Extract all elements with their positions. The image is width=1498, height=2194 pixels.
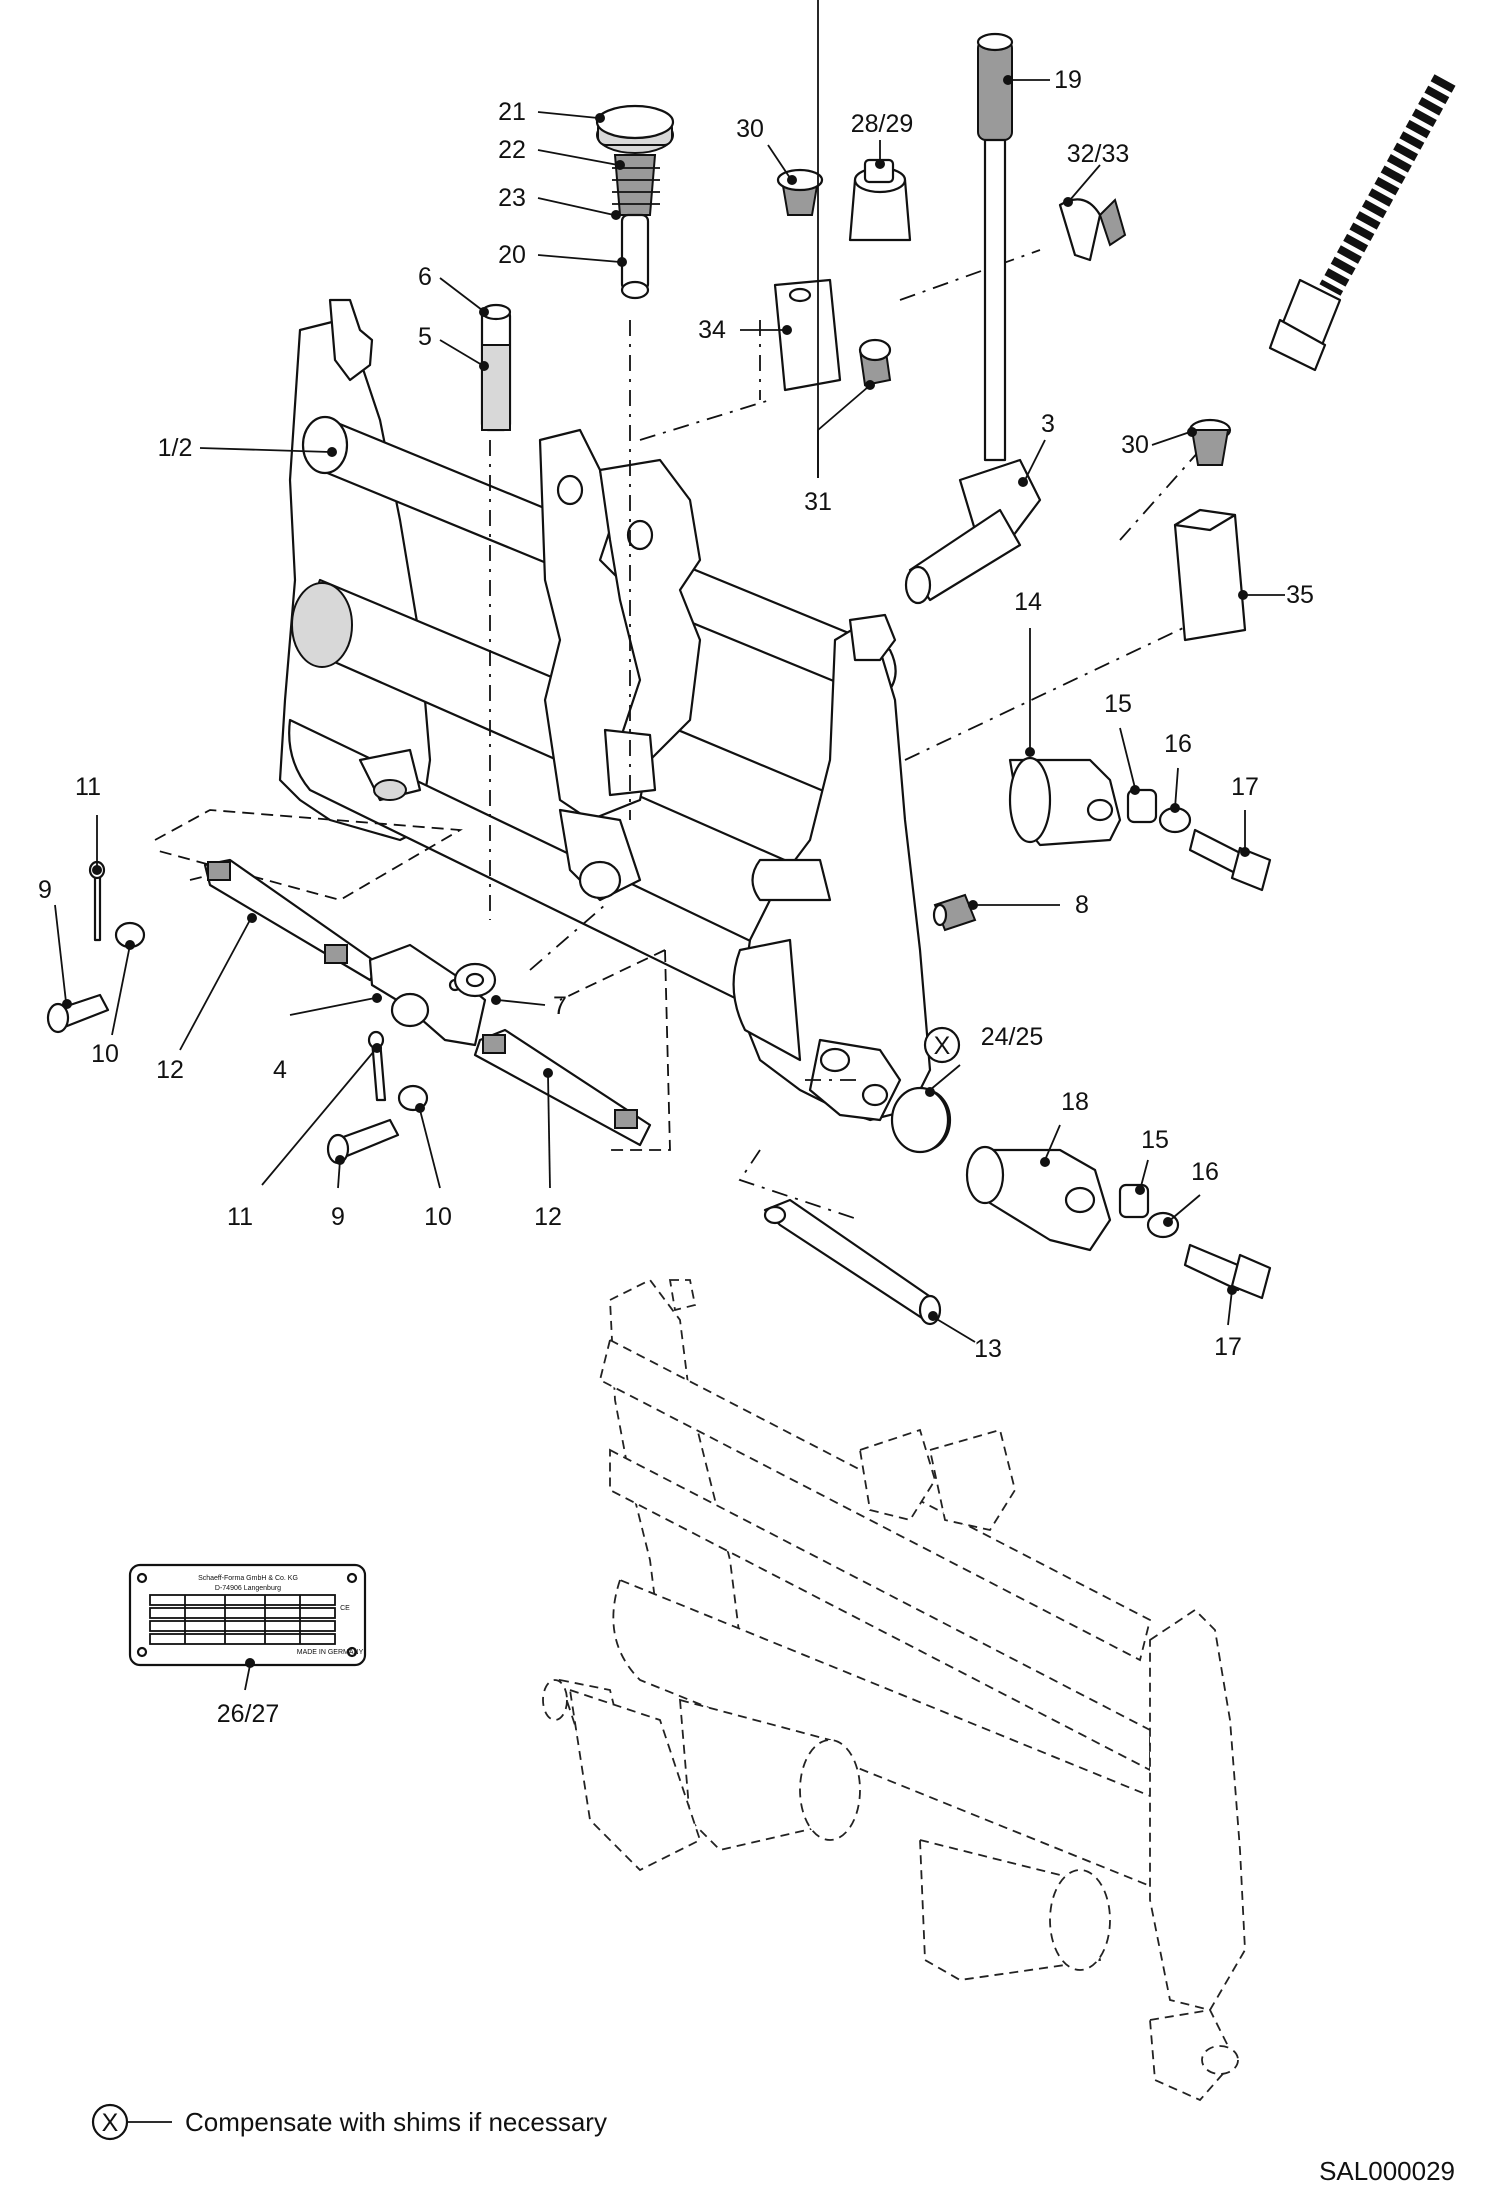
callout-6: 6 [418, 263, 432, 291]
callout-8: 8 [1075, 891, 1089, 919]
assembly-guide-lines [154, 249, 1201, 1221]
linkage-12a [203, 858, 382, 982]
carriage-frame [278, 298, 932, 1122]
callout-17-lower: 17 [1214, 1333, 1242, 1361]
fitting-8 [932, 893, 977, 932]
callout-13: 13 [974, 1335, 1002, 1363]
callout-10-lower: 10 [424, 1203, 452, 1231]
callout-22: 22 [498, 136, 526, 164]
valve-3 [904, 458, 1042, 605]
callout-12-lower: 12 [534, 1203, 562, 1231]
pin-5-6 [480, 303, 512, 432]
callout-34: 34 [698, 316, 726, 344]
callout-19: 19 [1054, 66, 1082, 94]
callout-30-top: 30 [736, 115, 764, 143]
assembled-ghost-view [542, 1278, 1246, 2102]
callout-23: 23 [498, 184, 526, 212]
handle-knob-assembly [595, 104, 675, 300]
fitting-30-35 [1173, 418, 1247, 642]
callout-32-33: 32/33 [1067, 140, 1130, 168]
washer-7 [453, 962, 497, 998]
fittings-top [773, 158, 912, 392]
callout-17-top: 17 [1231, 773, 1259, 801]
callout-9-lower: 9 [331, 1203, 345, 1231]
callout-11-left: 11 [75, 773, 101, 801]
callout-21: 21 [498, 98, 526, 126]
document-code: SAL000029 [1319, 2156, 1455, 2186]
callout-12-left: 12 [156, 1056, 184, 1084]
callout-5: 5 [418, 323, 432, 351]
callout-18: 18 [1061, 1088, 1089, 1116]
callout-9-left: 9 [38, 876, 52, 904]
legend-symbol: X [102, 2109, 119, 2137]
linkage-12b [473, 1028, 652, 1147]
callout-11-lower: 11 [227, 1203, 253, 1231]
ce-mark: CE [340, 1605, 350, 1612]
hydraulic-hose [1268, 74, 1456, 372]
callout-4: 4 [273, 1056, 287, 1084]
callout-x: X [934, 1032, 951, 1060]
nameplate-grid [149, 1594, 336, 1645]
nameplate-made-in: MADE IN GERMANY [297, 1649, 364, 1656]
callout-16-top: 16 [1164, 730, 1192, 758]
nameplate-company: Schaeff-Forma GmbH & Co. KG [198, 1575, 298, 1582]
callout-24-25: 24/25 [981, 1023, 1044, 1051]
callout-labels: 21 22 23 20 6 5 1/2 30 28/29 34 31 19 32… [38, 66, 1314, 1728]
shim-24-25 [890, 1086, 950, 1154]
pin-18-assembly [898, 1088, 1272, 1300]
pin-9b [326, 1118, 400, 1165]
rod-19 [976, 32, 1014, 462]
link-plate-4 [368, 943, 487, 1047]
callout-30-right: 30 [1121, 431, 1149, 459]
callout-26-27: 26/27 [217, 1700, 280, 1728]
callout-15-lower: 15 [1141, 1126, 1169, 1154]
nameplate-city: D-74906 Langenburg [215, 1585, 281, 1592]
legend-text: Compensate with shims if necessary [185, 2107, 607, 2137]
pin-13 [763, 1198, 942, 1326]
pin-14-assembly [1008, 756, 1272, 892]
clip-11b [367, 1030, 387, 1102]
nameplate: Schaeff-Forma GmbH & Co. KG D-74906 Lang… [128, 1563, 367, 1667]
callout-15-top: 15 [1104, 690, 1132, 718]
callout-20: 20 [498, 241, 526, 269]
callout-1-2: 1/2 [158, 434, 193, 462]
callout-14: 14 [1014, 588, 1042, 616]
callout-16-lower: 16 [1191, 1158, 1219, 1186]
callout-31: 31 [804, 488, 832, 516]
callout-28-29: 28/29 [851, 110, 914, 138]
clamp-32-33 [1058, 198, 1127, 262]
legend: X Compensate with shims if necessary [91, 2103, 607, 2141]
pin-9a [46, 993, 110, 1034]
leader-lines [54, 0, 1285, 1691]
callout-7: 7 [553, 992, 567, 1020]
callout-10-left: 10 [91, 1040, 119, 1068]
callout-35: 35 [1286, 581, 1314, 609]
callout-3: 3 [1041, 410, 1055, 438]
shim-symbol-circle [923, 1026, 961, 1064]
